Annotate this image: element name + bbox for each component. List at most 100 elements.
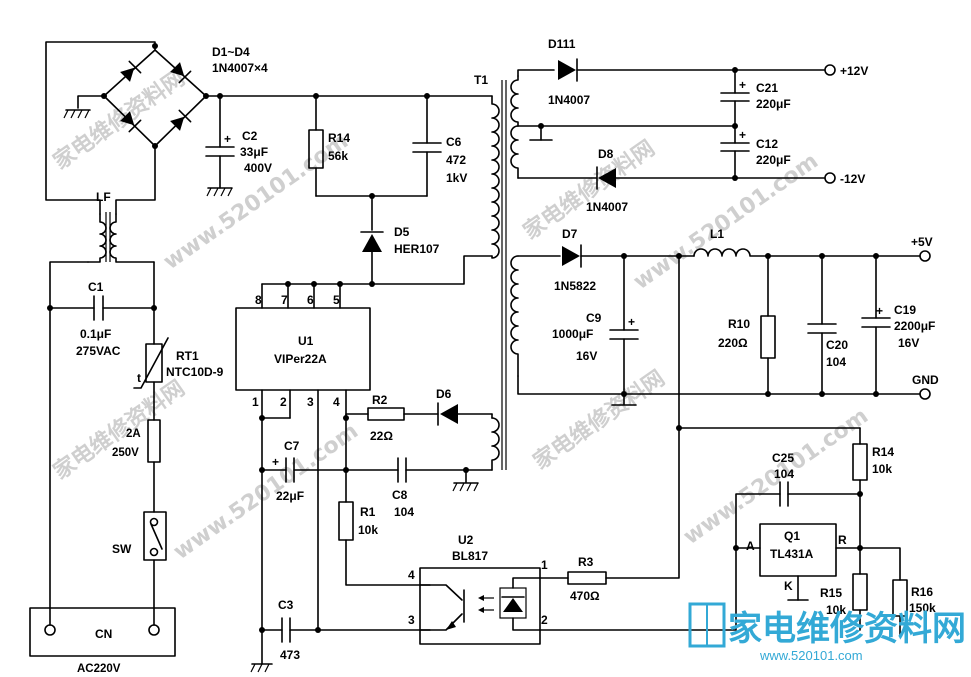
r10-label: R10: [728, 317, 750, 331]
u1-pin8: 8: [255, 293, 262, 307]
wire-ac-left: [49, 261, 89, 626]
r1-value: 10k: [358, 523, 378, 537]
logo-text: 家电维修资料网: [728, 609, 966, 649]
out-gnd-label: GND: [912, 373, 939, 387]
d7-value: 1N5822: [554, 279, 596, 293]
sw-switch: [143, 511, 167, 561]
r2-value: 22Ω: [370, 429, 393, 443]
c3-value: 473: [280, 648, 300, 662]
5v-output: D7 1N5822 L1 +5V + C9 1000μF 16V R10 220…: [517, 227, 939, 406]
c1-label: C1: [88, 280, 104, 294]
rt1-t: t: [137, 371, 141, 385]
u1-pin3: 3: [307, 395, 314, 409]
r16-label: R16: [911, 585, 933, 599]
u1-pin7: 7: [281, 293, 288, 307]
r14-bot-label: R14: [872, 445, 894, 459]
c9-label: C9: [586, 311, 602, 325]
l1-label: L1: [710, 227, 724, 241]
c8-label: C8: [392, 488, 408, 502]
u1-viper22a: U1 VIPer22A 8 7 6 5 1 2 3 4: [235, 281, 375, 631]
u1-pin4: 4: [333, 395, 340, 409]
terminal-p12: [824, 64, 836, 76]
u2-body: [419, 567, 541, 645]
c7-label: C7: [284, 439, 300, 453]
c1-voltage: 275VAC: [76, 344, 121, 358]
sw-label: SW: [112, 542, 132, 556]
u2-pin3: 3: [408, 613, 415, 627]
ac-input-section: CN AC220V SW 2A 250V t RT1 NTC10D-9 C1: [29, 41, 224, 675]
out-n12-label: -12V: [840, 172, 865, 186]
watermark-url: www.520101.com: [629, 149, 823, 295]
r10-resistor: [760, 315, 776, 359]
c9-plus: +: [628, 315, 635, 329]
transformer-t1: T1: [261, 73, 519, 471]
c6-value: 472: [446, 153, 466, 167]
u2-pin4: 4: [408, 568, 415, 582]
u1-pin2: 2: [280, 395, 287, 409]
r15-resistor: [852, 573, 868, 611]
r1-label: R1: [360, 505, 376, 519]
c2-value: 33μF: [240, 145, 268, 159]
c12-label: C12: [756, 137, 778, 151]
c20-value: 104: [826, 355, 846, 369]
u2-value: BL817: [452, 549, 488, 563]
r14-10k: [852, 443, 868, 481]
watermark-text: 家电维修资料网: [49, 375, 190, 485]
r10-value: 220Ω: [718, 336, 748, 350]
c20-label: C20: [826, 338, 848, 352]
d8-value: 1N4007: [586, 200, 628, 214]
rt1-value: NTC10D-9: [166, 365, 224, 379]
c2-label: C2: [242, 129, 258, 143]
c8-value: 104: [394, 505, 414, 519]
r2-resistor: [367, 407, 405, 421]
cn-terminal-right: [148, 624, 160, 636]
r14-top-value: 56k: [328, 149, 348, 163]
u1-pin1: 1: [252, 395, 259, 409]
q1-label: Q1: [784, 529, 800, 543]
dual-12v-output: +12V D111 1N4007 + C21 220μF + C12 220μF…: [517, 37, 868, 214]
rt1-label: RT1: [176, 349, 199, 363]
r16-value: 150k: [909, 601, 936, 615]
fuse: [147, 419, 161, 463]
site-logo: 家电维修资料网 www.520101.com: [688, 602, 966, 663]
logo-url: www.520101.com: [759, 648, 863, 663]
lf-coil-right: [109, 213, 155, 263]
c3-label: C3: [278, 598, 294, 612]
r14-bot-value: 10k: [872, 462, 892, 476]
c6-label: C6: [446, 135, 462, 149]
c19-plus: +: [876, 304, 883, 318]
d5-label: D5: [394, 225, 410, 239]
cn-connector: [29, 607, 176, 657]
u1-label: U1: [298, 334, 314, 348]
c19-label: C19: [894, 303, 916, 317]
r15-label: R15: [820, 586, 842, 600]
c6-voltage: 1kV: [446, 171, 467, 185]
r14-top-label: R14: [328, 131, 350, 145]
d1d4-label: D1~D4: [212, 45, 250, 59]
watermark-text: 家电维修资料网: [519, 135, 660, 245]
t1-aux-winding: [491, 417, 500, 471]
cn-label: CN: [95, 627, 112, 641]
r3-label: R3: [578, 555, 594, 569]
c25-label: C25: [772, 451, 794, 465]
r2-label: R2: [372, 393, 388, 407]
aux-supply: + C7 22μF C8 104 R2 22Ω D6 R1 10k: [250, 387, 493, 673]
t1-sec-n12v: [510, 125, 519, 179]
u2-pin2: 2: [541, 613, 548, 627]
c2-voltage: 400V: [244, 161, 272, 175]
feedback-section: R3 470Ω R14 10k C25 104 Q1 TL431A A R K: [539, 255, 936, 637]
out-p12-label: +12V: [840, 64, 868, 78]
c1-value: 0.1μF: [80, 327, 111, 341]
t1-sec-5v: [510, 255, 519, 377]
lf-label: LF: [96, 190, 111, 204]
q1-pin-k: K: [784, 579, 793, 593]
c9-voltage: 16V: [576, 349, 597, 363]
bridge-rectifier: D1~D4 1N4007×4: [63, 43, 268, 149]
c25-value: 104: [774, 467, 794, 481]
d7-label: D7: [562, 227, 578, 241]
q1-pin-r: R: [838, 533, 847, 547]
t1-sec-12v: [510, 75, 519, 127]
watermark-text: 家电维修资料网: [529, 365, 670, 475]
